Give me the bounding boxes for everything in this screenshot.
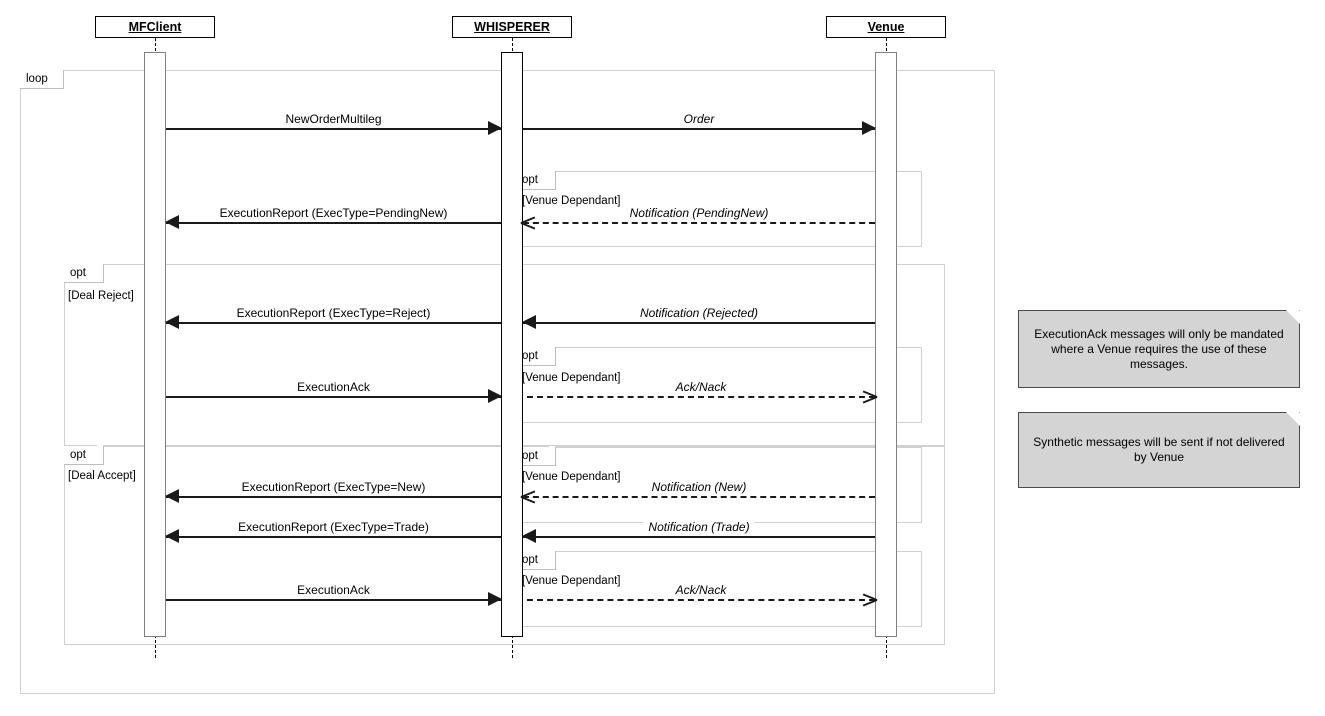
note-executionack-text: ExecutionAck messages will only be manda… — [1034, 326, 1284, 371]
fragment-loop-label: loop — [20, 69, 64, 89]
message-label: ExecutionReport (ExecType=PendingNew) — [214, 206, 453, 220]
arrowhead-left-filled — [165, 215, 179, 229]
message-line — [166, 128, 501, 130]
fragment-guard-deal-reject: [Deal Reject] — [68, 290, 134, 302]
message-label: Notification (Trade) — [643, 520, 755, 534]
message-line — [527, 599, 875, 601]
message-line — [166, 396, 501, 398]
fragment-opt-label-2: opt — [64, 263, 104, 283]
note-fold-edge — [1280, 310, 1300, 330]
arrowhead-left-filled — [522, 529, 536, 543]
participant-whisperer[interactable]: WHISPERER — [452, 16, 572, 38]
fragment-opt-label-1: opt — [516, 170, 556, 190]
arrowhead-right-filled — [488, 121, 502, 135]
message-line — [523, 536, 875, 538]
participant-mfclient[interactable]: MFClient — [95, 16, 215, 38]
arrowhead-left-filled — [165, 315, 179, 329]
arrowhead-right-filled — [488, 592, 502, 606]
message-line — [166, 322, 501, 324]
note-synthetic-messages-text: Synthetic messages will be sent if not d… — [1033, 435, 1285, 464]
message-label: Notification (Rejected) — [634, 306, 764, 320]
fragment-guard-venue-dependant-4: [Venue Dependant] — [522, 575, 621, 587]
fragment-opt-label-5: opt — [516, 446, 556, 466]
message-line — [523, 128, 875, 130]
arrowhead-right-open — [864, 389, 877, 403]
fragment-guard-venue-dependant-1: [Venue Dependant] — [522, 195, 621, 207]
participant-venue[interactable]: Venue — [826, 16, 946, 38]
message-line — [523, 322, 875, 324]
activation-mfclient — [144, 52, 166, 637]
message-line — [166, 222, 501, 224]
arrowhead-right-filled — [862, 121, 876, 135]
participant-mfclient-label: MFClient — [128, 19, 182, 34]
message-line — [523, 496, 875, 498]
message-label: ExecutionReport (ExecType=New) — [236, 480, 431, 494]
fragment-opt-label-6: opt — [516, 550, 556, 570]
message-label: Ack/Nack — [670, 583, 732, 597]
message-line — [166, 536, 501, 538]
arrowhead-left-open — [521, 489, 534, 503]
activation-whisperer — [501, 52, 523, 637]
message-label: ExecutionAck — [292, 583, 375, 597]
message-label: Notification (New) — [646, 480, 752, 494]
message-label: ExecutionAck — [292, 380, 375, 394]
fragment-guard-deal-accept: [Deal Accept] — [68, 470, 136, 482]
fragment-opt-label-3: opt — [516, 346, 556, 366]
activation-venue — [875, 52, 897, 637]
participant-venue-label: Venue — [867, 19, 905, 34]
message-line — [527, 396, 875, 398]
arrowhead-right-filled — [488, 389, 502, 403]
fragment-guard-venue-dependant-3: [Venue Dependant] — [522, 471, 621, 483]
arrowhead-left-filled — [522, 315, 536, 329]
message-label: NewOrderMultileg — [280, 112, 387, 126]
fragment-guard-venue-dependant-2: [Venue Dependant] — [522, 372, 621, 384]
message-label: ExecutionReport (ExecType=Trade) — [233, 520, 434, 534]
arrowhead-left-filled — [165, 529, 179, 543]
message-label: Notification (PendingNew) — [624, 206, 774, 220]
message-label: Order — [678, 112, 720, 126]
note-executionack: ExecutionAck messages will only be manda… — [1018, 310, 1300, 388]
message-line — [523, 222, 875, 224]
message-line — [166, 496, 501, 498]
note-synthetic-messages: Synthetic messages will be sent if not d… — [1018, 412, 1300, 488]
message-label: Ack/Nack — [670, 380, 732, 394]
note-fold-edge — [1280, 412, 1300, 432]
message-line — [166, 599, 501, 601]
arrowhead-left-open — [521, 215, 534, 229]
message-label: ExecutionReport (ExecType=Reject) — [231, 306, 436, 320]
arrowhead-right-open — [864, 592, 877, 606]
fragment-opt-label-4: opt — [64, 445, 104, 465]
arrowhead-left-filled — [165, 489, 179, 503]
participant-whisperer-label: WHISPERER — [474, 19, 550, 34]
